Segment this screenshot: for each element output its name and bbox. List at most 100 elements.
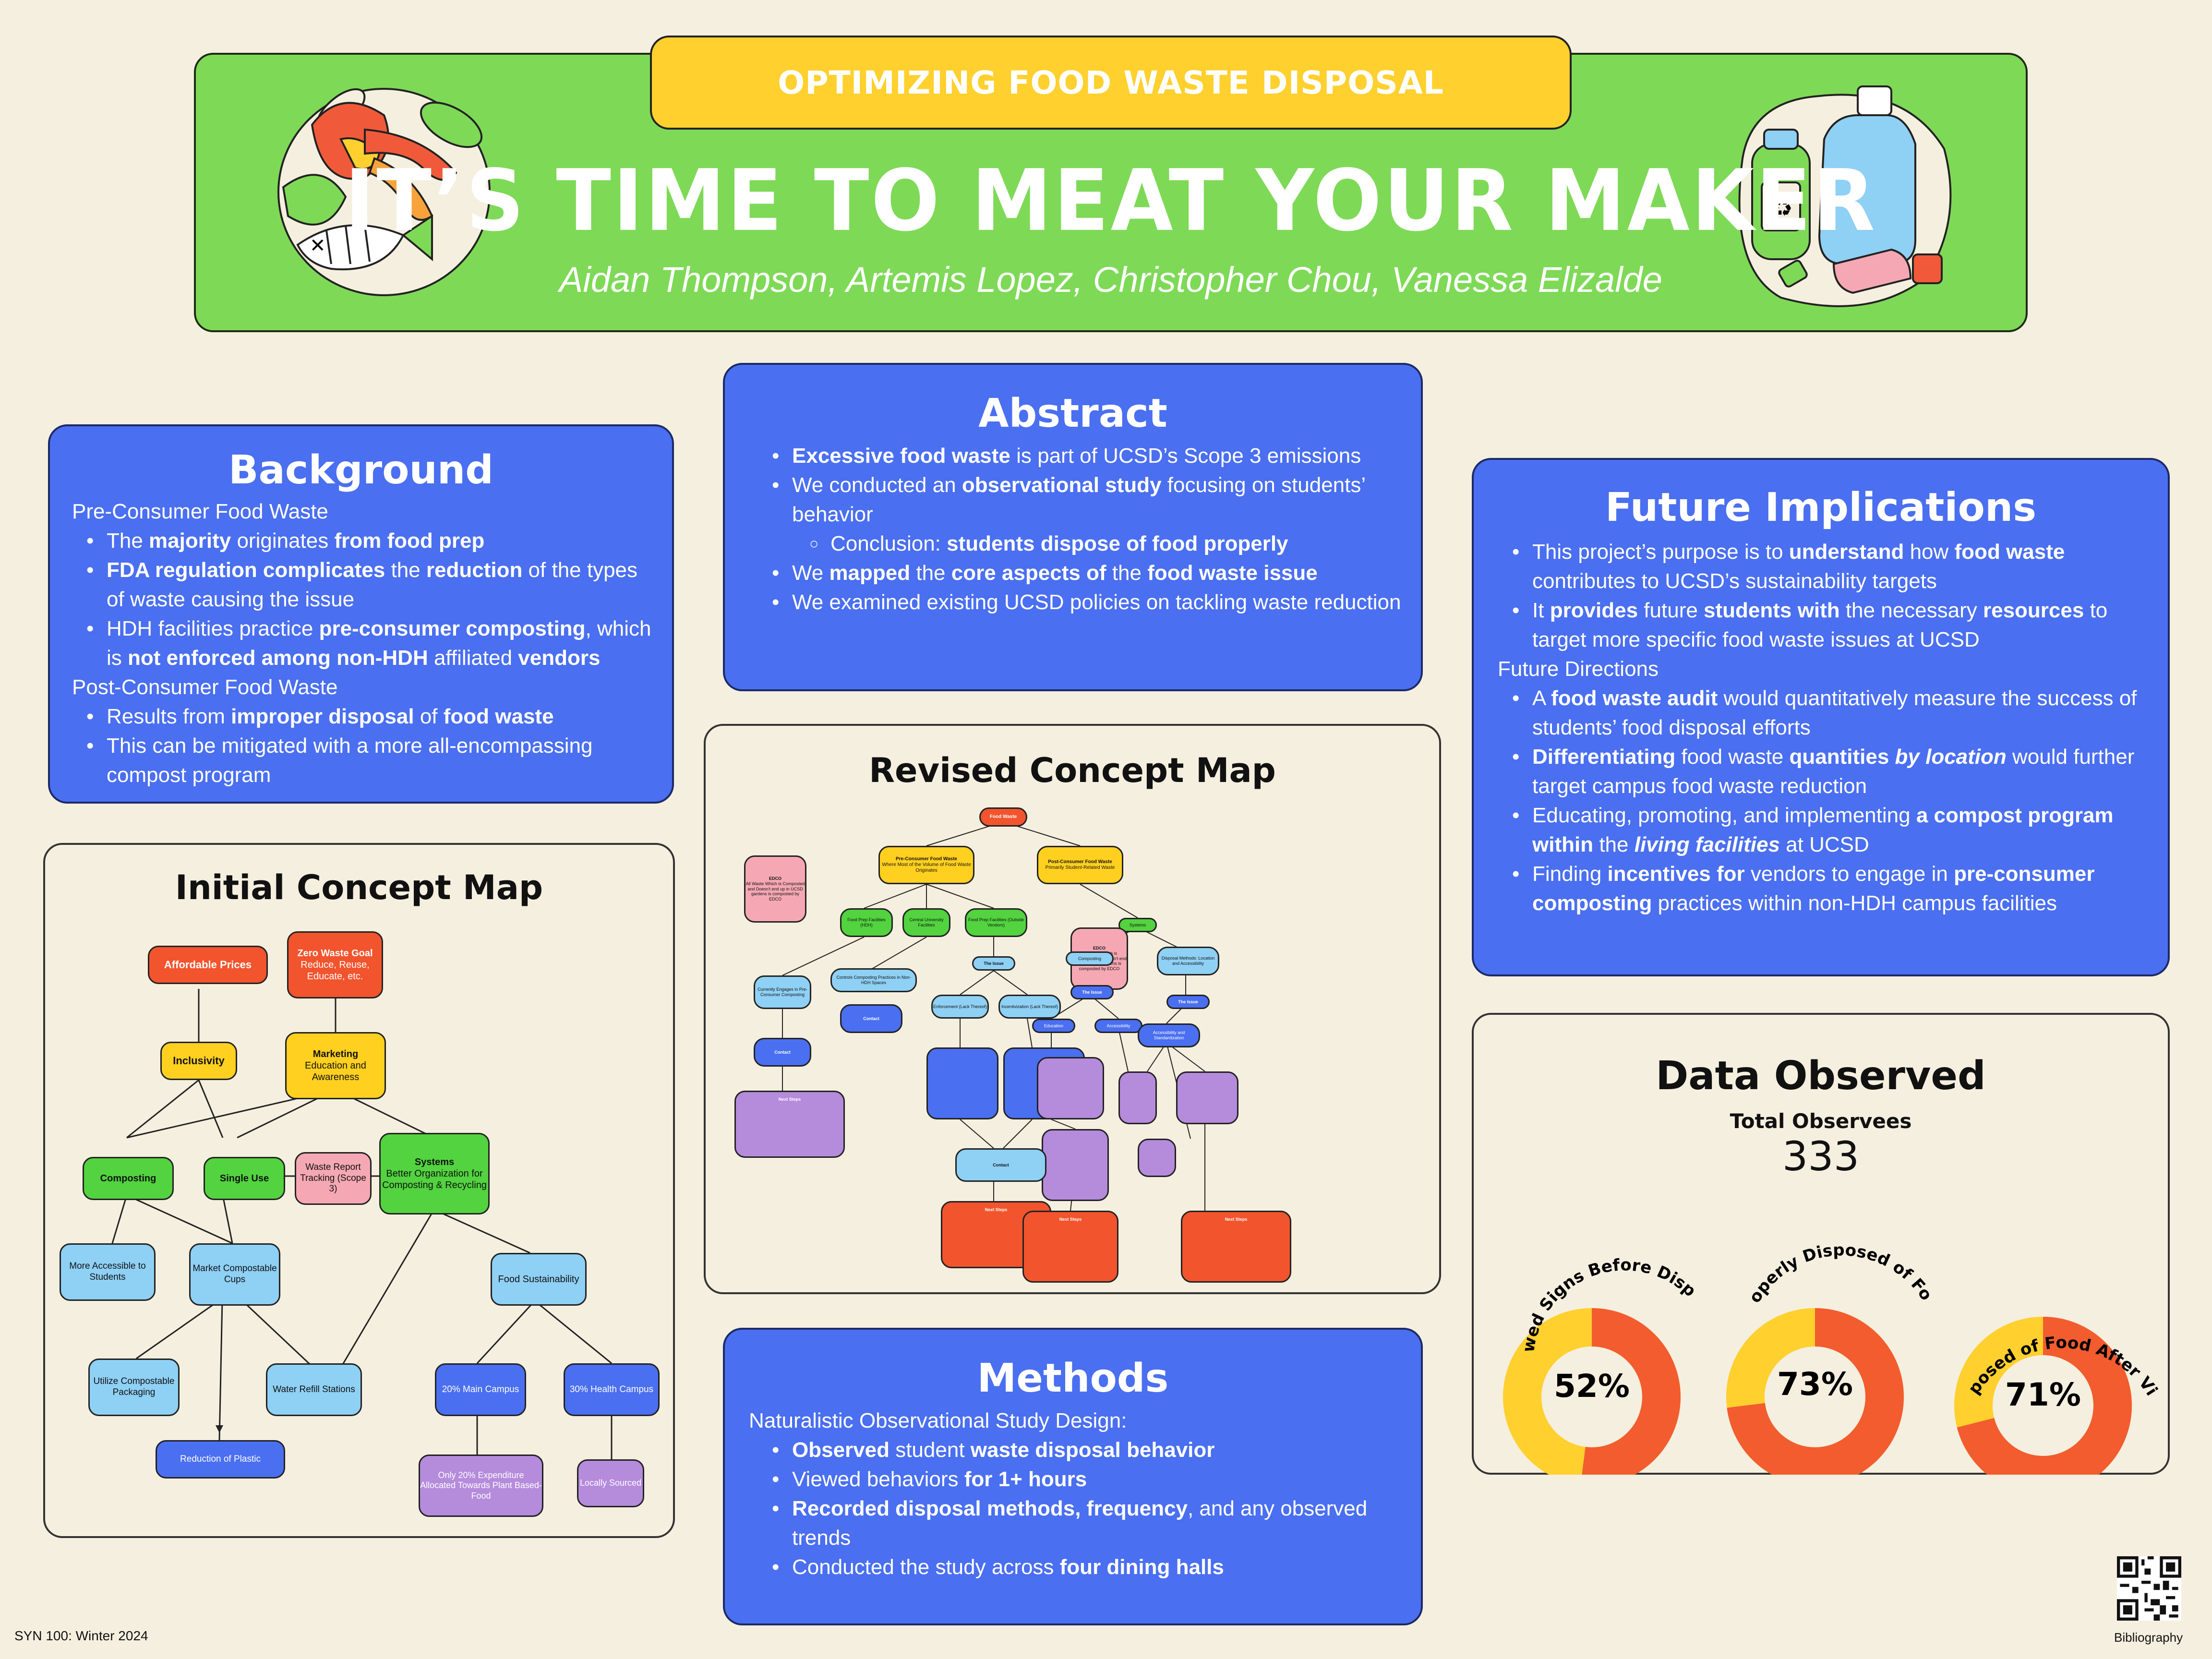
course-label: SYN 100: Winter 2024 [14,1628,148,1643]
after-pct: 71% [2005,1376,2081,1413]
future-directions-heading: Future Directions [1498,657,1659,681]
background-bullet: The majority originates from food prep [86,526,653,555]
background-bullet: HDH facilities practice pre-consumer com… [86,614,653,673]
data-title: Data Observed [1656,1053,1986,1099]
future-title: Future Implications [1605,485,2037,530]
viewed-pct: 52% [1554,1368,1630,1405]
rnode-contact-1: Contact [840,1004,902,1033]
rnode-systems: Systems [1118,918,1157,932]
initial-map-title: Initial Concept Map [175,868,543,907]
background-title: Background [228,447,493,493]
methods-bullet: Conducted the study across four dining h… [772,1552,1402,1582]
methods-panel: Methods Naturalistic Observational Study… [723,1328,1423,1625]
methods-body: Naturalistic Observational Study Design:… [749,1406,1402,1582]
viewed-signs-label: Viewed Signs Before Disposal [1472,1013,1700,1354]
bibliography-link[interactable]: Bibliography [2114,1630,2183,1645]
rnode-next-steps-1: Next Steps [734,1091,845,1158]
methods-title: Methods [977,1356,1169,1401]
bottles-icon: ♻ [1738,85,1952,307]
node-health-campus: 30% Health Campus [564,1363,660,1416]
future-direction: Finding incentives for vendors to engage… [1512,859,2153,918]
rnode-food-prep-out: Food Prep Facilities (Outside Vendors) [965,908,1027,937]
methods-bullet: Observed student waste disposal behavior [772,1435,1402,1465]
rnode-sorting-detail [1138,1139,1176,1177]
properly-disposed-label: Properly Disposed of Food [1472,1013,1936,1307]
rnode-issue-2: The Issue [1070,985,1114,999]
svg-text:♻: ♻ [1771,194,1793,222]
future-bullet: This project’s purpose is to understand … [1512,537,2153,596]
poster-subtitle: OPTIMIZING FOOD WASTE DISPOSAL [778,64,1444,101]
node-affordable-prices: Affordable Prices [148,946,268,984]
abstract-bullet: Excessive food waste is part of UCSD’s S… [772,441,1402,470]
rnode-bin-detail [1118,1071,1157,1124]
methods-bullet: Viewed behaviors for 1+ hours [772,1465,1402,1494]
abstract-body: Excessive food waste is part of UCSD’s S… [742,441,1402,617]
total-observees-label: Total Observees [1730,1109,1912,1133]
future-direction: Differentiating food waste quantities by… [1512,742,2153,801]
rnode-next-steps-4: Next Steps [1181,1211,1291,1283]
future-implications-panel: Future Implications This project’s purpo… [1472,458,2170,976]
revised-concept-map-panel: Revised Concept Map [704,724,1441,1294]
properly-disposed-donut-value [1726,1308,1904,1475]
node-inclusivity: Inclusivity [160,1042,237,1080]
rnode-contact-3: Contact [955,1148,1046,1182]
node-reduction-plastic: Reduction of Plastic [156,1440,285,1479]
revised-map-title: Revised Concept Map [869,751,1276,790]
total-observees-value: 333 [1782,1133,1860,1180]
node-food-sustainability: Food Sustainability [491,1253,587,1306]
future-body: This project’s purpose is to understand … [1498,537,2153,918]
rnode-accessibility: Accessibility [1094,1019,1142,1033]
node-locally-sourced: Locally Sourced [577,1459,644,1507]
future-bullet: It provides future students with the nec… [1512,596,2153,654]
viewed-signs-donut-value [1503,1308,1681,1475]
abstract-bullet: We conducted an observational study focu… [772,470,1402,558]
poster-title: IT’S TIME TO MEAT YOUR MAKER [344,151,1877,250]
rnode-currently: Currently Engages in Pre-Consumer Compos… [754,975,811,1009]
rnode-contact-2: Contact [754,1038,811,1067]
rnode-issue-3: The Issue [1166,995,1210,1009]
poster-authors: Aidan Thompson, Artemis Lopez, Christoph… [559,260,1662,300]
rnode-enforcement-detail [926,1047,998,1119]
food-scraps-icon: ✕ [277,88,491,296]
abstract-bullet: We examined existing UCSD policies on ta… [772,588,1402,617]
proper-pct: 73% [1777,1366,1853,1403]
rnode-incentivization: Incentivization (Lack Thereof) [998,995,1061,1019]
rnode-food-prep-hdh: Food Prep Facilities (HDH) [840,908,893,937]
subtitle-pill: OPTIMIZING FOOD WASTE DISPOSAL [650,36,1572,130]
future-direction: A food waste audit would quantitatively … [1512,684,2153,742]
rnode-next-steps-3: Next Steps [1022,1211,1118,1283]
rnode-issue-1: The Issue [972,956,1015,971]
donut-charts: Viewed Signs Before Disposal Properly Di… [1472,1013,2161,1475]
node-waste-report: Waste Report Tracking (Scope 3) [295,1152,372,1205]
post-consumer-heading: Post-Consumer Food Waste [72,675,338,699]
node-expenditure: Only 20% Expenditure Allocated Towards P… [419,1455,543,1517]
background-bullet: Results from improper disposal of food w… [86,702,653,731]
abstract-title: Abstract [978,391,1167,436]
rnode-composting: Composting [1066,951,1114,966]
methods-heading: Naturalistic Observational Study Design: [749,1409,1127,1432]
node-single-use: Single Use [204,1157,285,1200]
rnode-education-detail-2 [1042,1129,1109,1201]
rnode-enforcement: Enforcement (Lack Thereof) [931,995,989,1019]
background-bullet: FDA regulation complicates the reduction… [86,555,653,614]
qr-code-icon[interactable] [2117,1556,2181,1621]
initial-concept-map-panel: Initial Concept Map Affordable [43,843,675,1538]
future-direction: Educating, promoting, and implementing a… [1512,801,2153,859]
methods-bullet: Recorded disposal methods, frequency, an… [772,1494,1402,1552]
node-utilize-packaging: Utilize Compostable Packaging [88,1358,180,1416]
node-market-cups: Market Compostable Cups [189,1243,280,1306]
node-more-accessible: More Accessible to Students [60,1243,156,1301]
rnode-education: Education [1032,1019,1075,1033]
abstract-panel: Abstract Excessive food waste is part of… [723,363,1423,691]
background-bullet: This can be mitigated with a more all-en… [86,731,653,790]
abstract-bullet: We mapped the core aspects of the food w… [772,558,1402,588]
rnode-education-detail [1037,1057,1104,1119]
rnode-compost-bins-detail [1176,1071,1238,1124]
background-panel: Background Pre-Consumer Food Waste The m… [48,424,674,804]
node-main-campus: 20% Main Campus [435,1363,526,1416]
